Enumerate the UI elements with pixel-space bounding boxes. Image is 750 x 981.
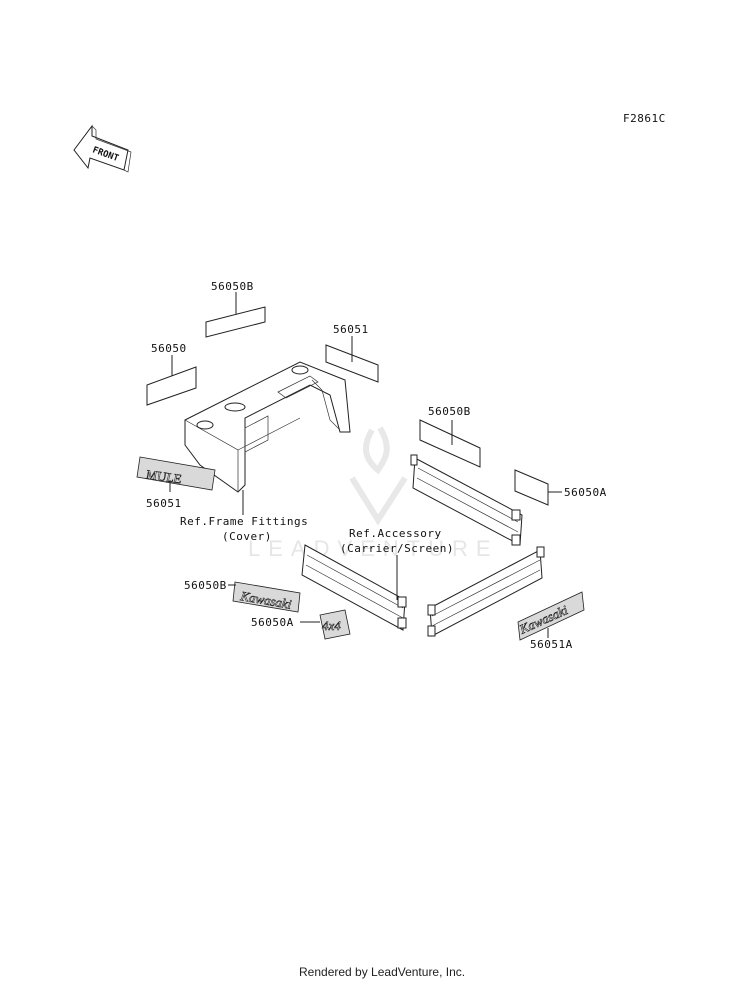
kawasaki-decal-2: Kawasaki: [516, 591, 585, 641]
mule-decal: MULE: [136, 456, 216, 491]
footer-credit: Rendered by LeadVenture, Inc.: [299, 965, 465, 979]
watermark-logo: [349, 426, 408, 526]
rear-gate-panel: [410, 454, 523, 546]
front-arrow-icon: FRONT: [73, 124, 132, 173]
side-panel-middle: [301, 544, 407, 631]
kawasaki-decal-1: Kawasaki: [232, 581, 301, 613]
callout-56050b-right: 56050B: [428, 405, 471, 418]
decal-56050b-top: [205, 292, 266, 338]
watermark-text: LEADVENTURE: [248, 536, 499, 561]
callout-56050a-lower: 56050A: [251, 616, 294, 629]
fourx4-decal-text: 4x4: [322, 618, 341, 633]
callout-56051a: 56051A: [530, 638, 573, 651]
ref-accessory-line1: Ref.Accessory: [349, 527, 442, 540]
callout-56050b-lower: 56050B: [184, 579, 227, 592]
callout-56050-left: 56050: [151, 342, 187, 355]
callout-56051-top: 56051: [333, 323, 369, 336]
rear-cover-body: [184, 361, 351, 493]
decal-56050b-right: [419, 419, 481, 468]
decal-56051-top: [325, 336, 379, 383]
figure-code: F2861C: [623, 112, 666, 125]
decal-56050a-right: [514, 469, 562, 506]
decal-56050-left: [146, 355, 197, 406]
callout-56050a-right: 56050A: [564, 486, 607, 499]
callout-56050b-top: 56050B: [211, 280, 254, 293]
fourx4-decal: 4x4: [319, 609, 351, 640]
callout-56051-left: 56051: [146, 497, 182, 510]
ref-accessory-line2: (Carrier/Screen): [340, 542, 454, 555]
ref-frame-line2: (Cover): [222, 530, 272, 543]
side-panel-right: [427, 546, 545, 637]
ref-frame-line1: Ref.Frame Fittings: [180, 515, 308, 528]
mule-decal-text: MULE: [145, 466, 181, 486]
